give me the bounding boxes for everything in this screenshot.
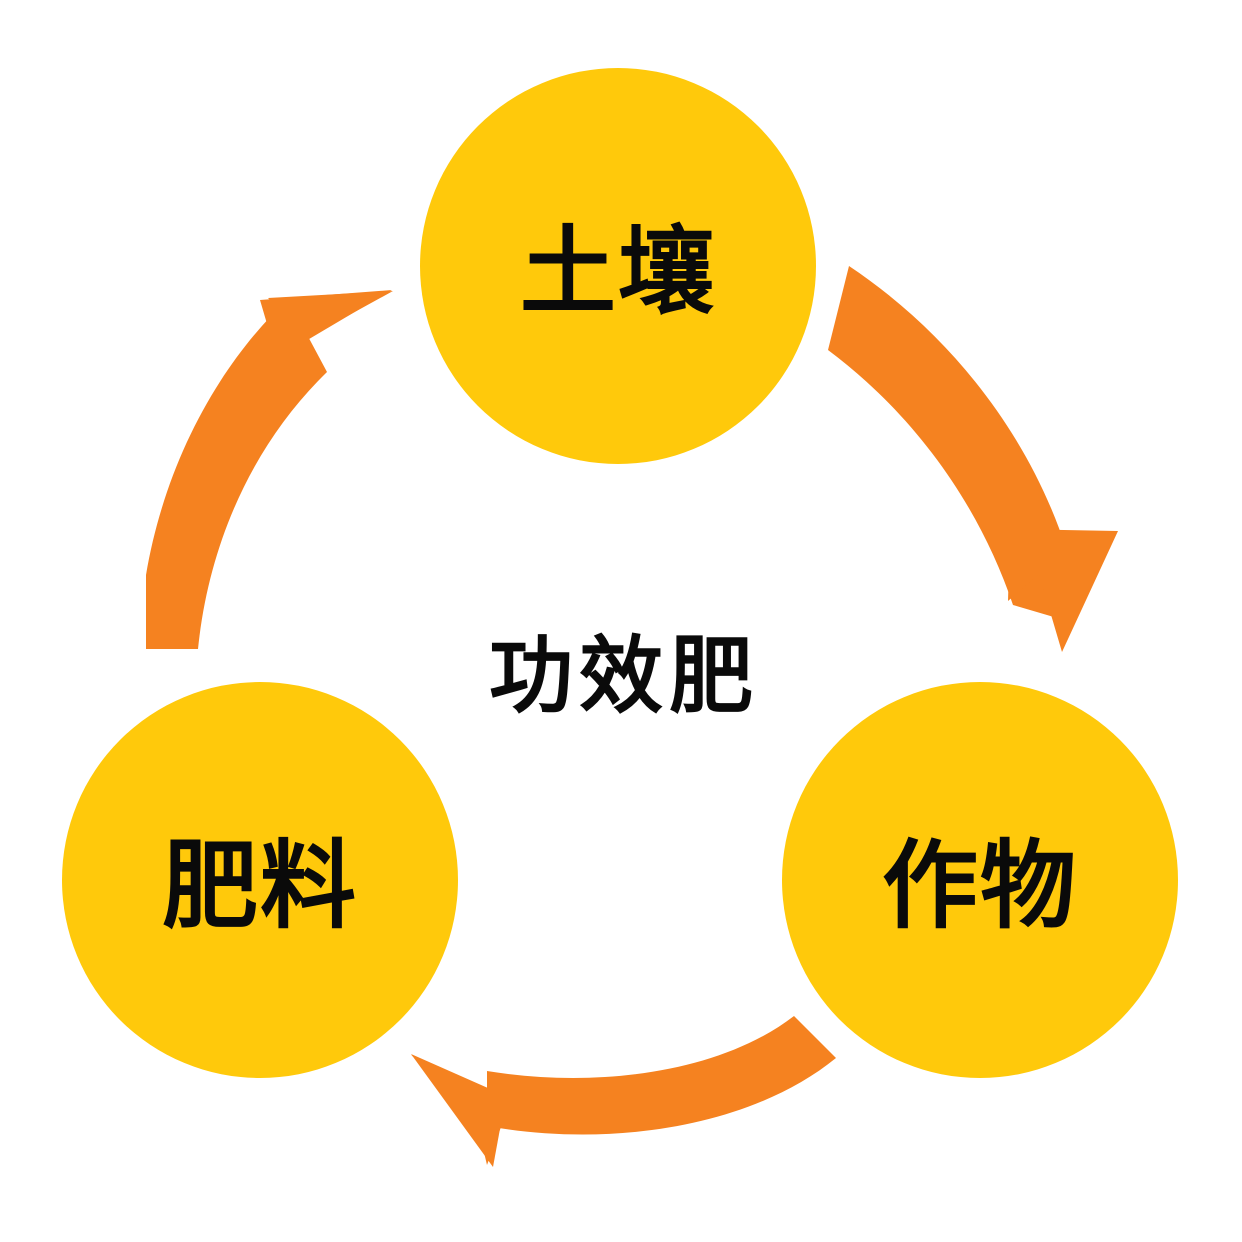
arrow-crop-to-fertilizer-band xyxy=(487,1016,836,1135)
node-crop-circle[interactable] xyxy=(782,682,1178,1078)
arrow-fertilizer-to-soil-band xyxy=(146,299,327,649)
arrow-soil-to-crop-head xyxy=(1008,529,1118,652)
node-soil-circle[interactable] xyxy=(420,68,816,464)
arrow-crop-to-fertilizer xyxy=(411,1016,836,1167)
center-title: 功效肥 xyxy=(489,627,759,725)
arrow-fertilizer-to-soil-head2 xyxy=(260,290,392,358)
node-fertilizer-circle[interactable] xyxy=(62,682,458,1078)
arrow-fertilizer-to-soil xyxy=(146,290,393,649)
node-soil[interactable]: 土壤 xyxy=(420,68,816,464)
arrow-crop-to-fertilizer-head2 xyxy=(411,1054,506,1167)
arrow-soil-to-crop-render xyxy=(828,266,1118,652)
node-crop-label: 作物 xyxy=(882,830,1078,942)
arrow-soil-to-crop-band xyxy=(828,266,1066,620)
node-fertilizer-label: 肥料 xyxy=(162,830,358,942)
node-soil-label: 土壤 xyxy=(520,216,716,328)
node-fertilizer[interactable]: 肥料 xyxy=(62,682,458,1078)
node-crop[interactable]: 作物 xyxy=(782,682,1178,1078)
